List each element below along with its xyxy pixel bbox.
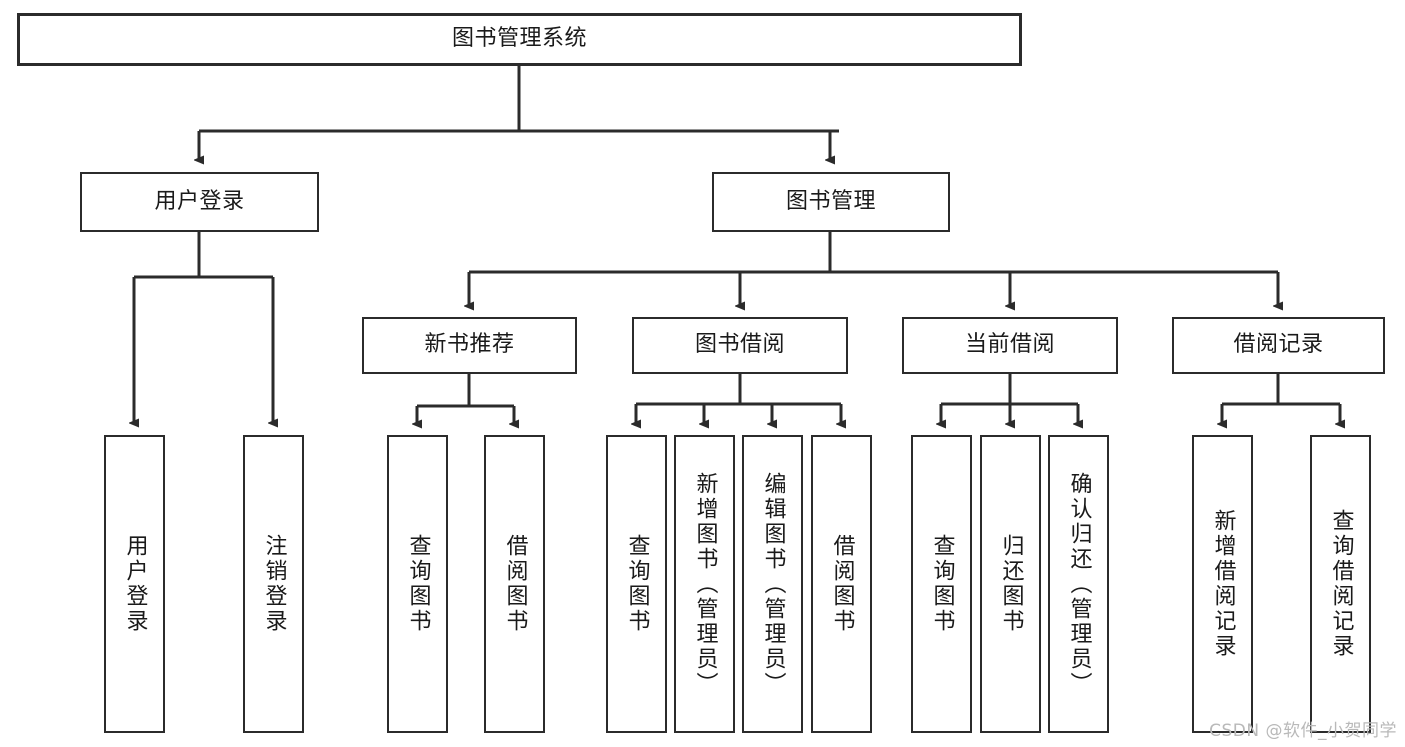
leaf-current-borrow-confirm[interactable]: 确认归还（管理员）	[1048, 435, 1109, 733]
leaf-current-borrow-confirm-label: 确认归还（管理员）	[1066, 471, 1092, 697]
leaf-new-book-borrow-label: 借阅图书	[502, 534, 528, 634]
leaf-book-borrow-add-label: 新增图书（管理员）	[692, 471, 718, 697]
node-borrow-record-label: 借阅记录	[1233, 332, 1324, 358]
leaf-user-login-logout[interactable]: 注销登录	[243, 435, 304, 733]
leaf-book-borrow-add[interactable]: 新增图书（管理员）	[674, 435, 735, 733]
leaf-borrow-record-query-label: 查询借阅记录	[1328, 509, 1354, 659]
leaf-user-login-login-label: 用户登录	[122, 534, 148, 634]
leaf-book-borrow-borrow[interactable]: 借阅图书	[811, 435, 872, 733]
leaf-borrow-record-query[interactable]: 查询借阅记录	[1310, 435, 1371, 733]
node-current-borrow[interactable]: 当前借阅	[902, 317, 1118, 374]
leaf-book-borrow-borrow-label: 借阅图书	[829, 534, 855, 634]
leaf-current-borrow-return[interactable]: 归还图书	[980, 435, 1041, 733]
node-root[interactable]: 图书管理系统	[17, 13, 1022, 66]
leaf-new-book-query-label: 查询图书	[405, 534, 431, 634]
leaf-borrow-record-add[interactable]: 新增借阅记录	[1192, 435, 1253, 733]
node-book-borrow[interactable]: 图书借阅	[632, 317, 848, 374]
leaf-current-borrow-return-label: 归还图书	[998, 534, 1024, 634]
leaf-book-borrow-edit[interactable]: 编辑图书（管理员）	[742, 435, 803, 733]
node-user-login[interactable]: 用户登录	[80, 172, 319, 232]
leaf-book-borrow-edit-label: 编辑图书（管理员）	[760, 471, 786, 697]
leaf-current-borrow-query-label: 查询图书	[929, 534, 955, 634]
node-current-borrow-label: 当前借阅	[964, 332, 1055, 358]
leaf-book-borrow-query-label: 查询图书	[624, 534, 650, 634]
node-borrow-record[interactable]: 借阅记录	[1172, 317, 1385, 374]
node-root-label: 图书管理系统	[451, 26, 587, 52]
node-new-book-recommend-label: 新书推荐	[424, 332, 515, 358]
leaf-book-borrow-query[interactable]: 查询图书	[606, 435, 667, 733]
watermark-text: CSDN @软件_小贺同学	[1209, 721, 1397, 741]
leaf-current-borrow-query[interactable]: 查询图书	[911, 435, 972, 733]
node-book-manage[interactable]: 图书管理	[712, 172, 950, 232]
node-book-manage-label: 图书管理	[785, 188, 876, 214]
node-new-book-recommend[interactable]: 新书推荐	[362, 317, 577, 374]
leaf-user-login-logout-label: 注销登录	[261, 534, 287, 634]
leaf-new-book-query[interactable]: 查询图书	[387, 435, 448, 733]
node-user-login-label: 用户登录	[154, 188, 245, 214]
leaf-new-book-borrow[interactable]: 借阅图书	[484, 435, 545, 733]
node-book-borrow-label: 图书借阅	[694, 332, 785, 358]
leaf-user-login-login[interactable]: 用户登录	[104, 435, 165, 733]
leaf-borrow-record-add-label: 新增借阅记录	[1210, 509, 1236, 659]
